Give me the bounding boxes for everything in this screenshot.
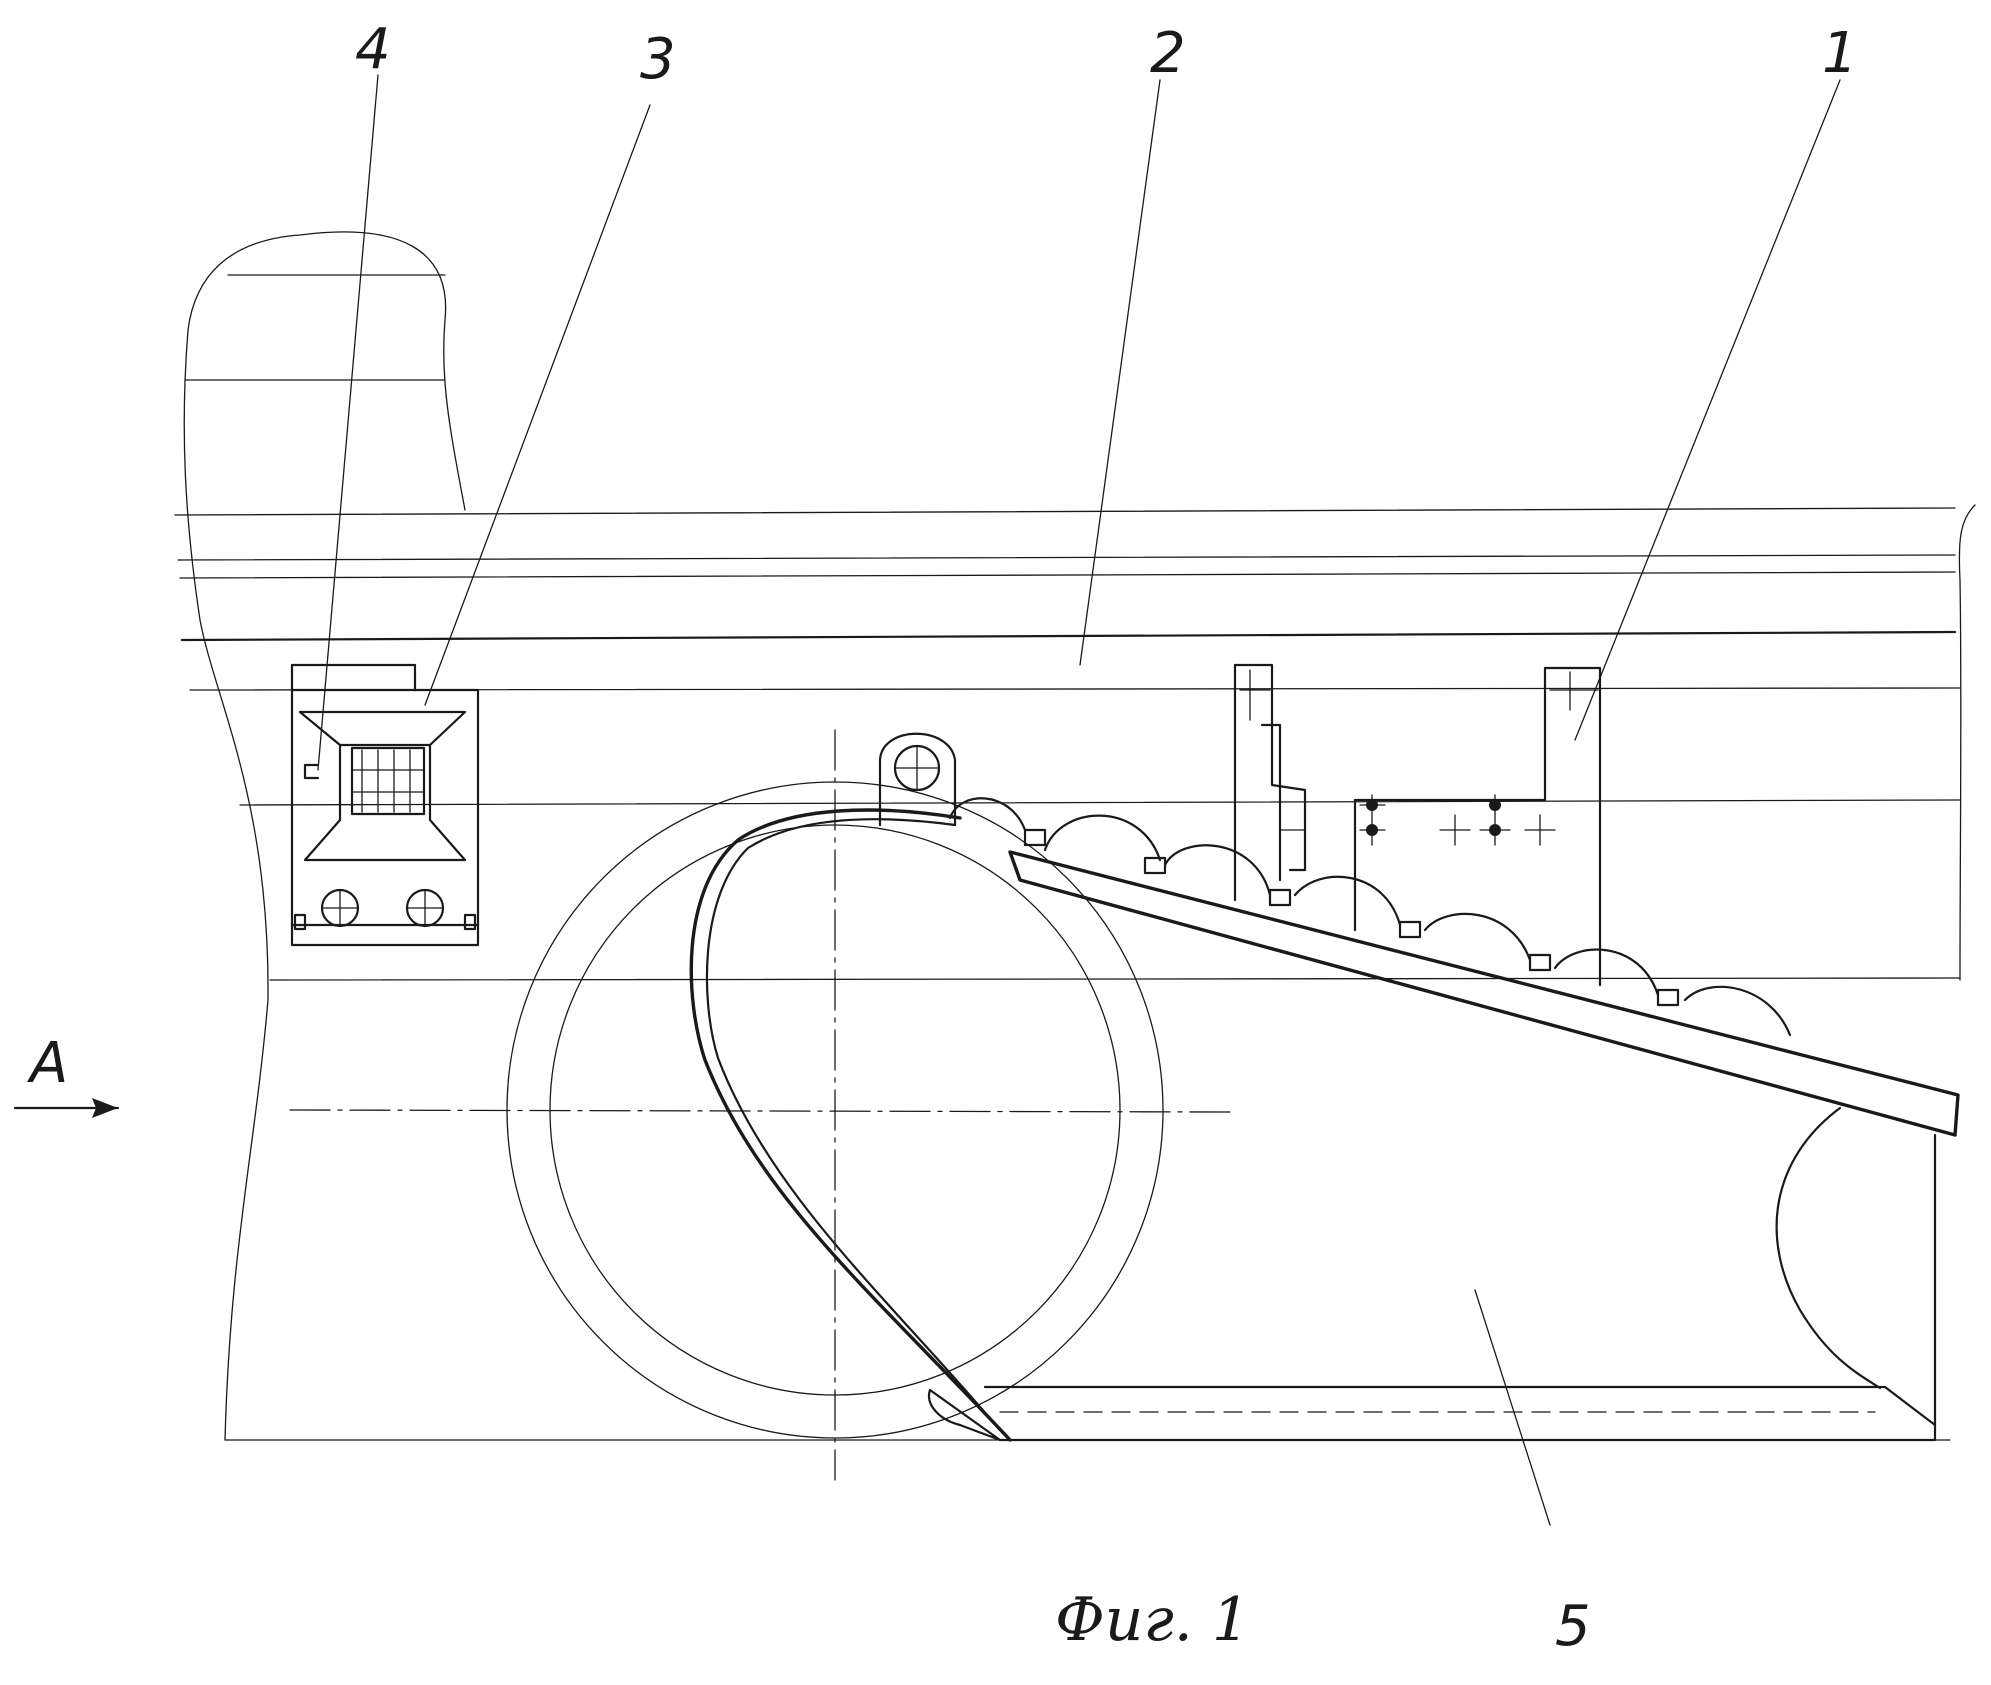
- callout-1: 1: [1822, 21, 1858, 86]
- callout-2: 2: [1150, 21, 1186, 86]
- callout-3: 3: [640, 27, 676, 92]
- figure-caption: Фиг. 1: [1055, 1585, 1250, 1655]
- roller: [507, 730, 1163, 1480]
- part-5-chute: [985, 1108, 1935, 1440]
- view-arrow-a: [15, 1098, 118, 1118]
- leader-lines: [318, 75, 1840, 1525]
- view-marker-a: А: [27, 1031, 68, 1096]
- callout-4: 4: [355, 17, 391, 82]
- callout-5: 5: [1555, 1594, 1591, 1659]
- blade-assembly: [691, 734, 1958, 1440]
